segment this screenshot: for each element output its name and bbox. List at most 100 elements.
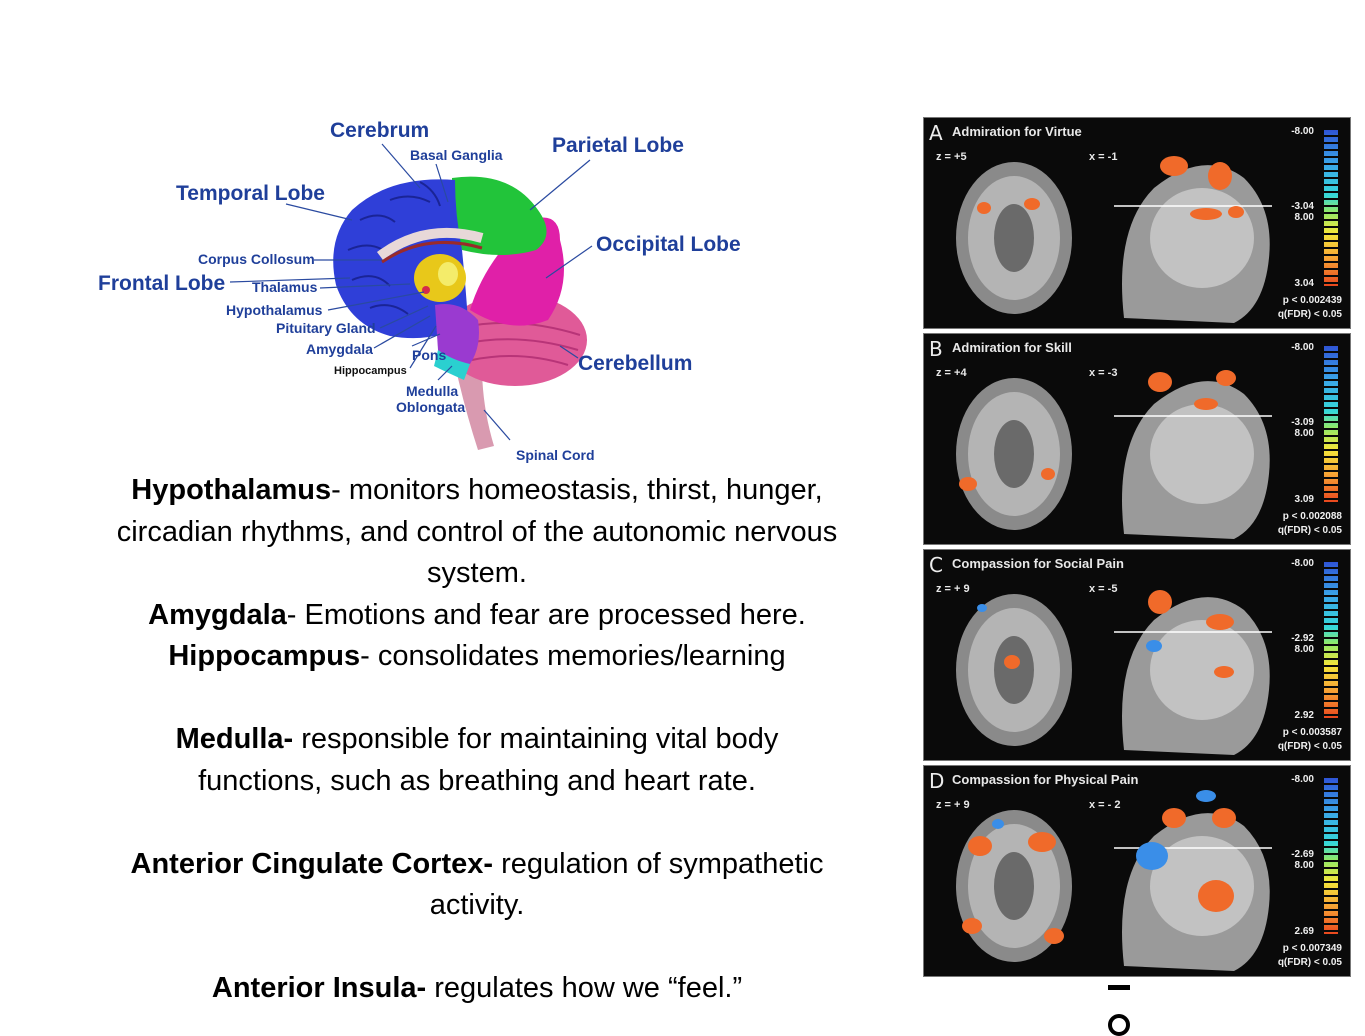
deactivation-blob [1146,640,1162,652]
label-cerebellum: Cerebellum [578,352,692,375]
scale-positive-max: 8.00 [1294,428,1314,439]
label-medulla: Medulla [406,383,458,399]
fmri-panel-a: A Admiration for Virtue z = +5 x = -1 -8… [923,117,1351,329]
spacer [44,927,910,969]
activation-blob [1208,162,1232,190]
colorbar [1324,562,1338,718]
fmri-figure: A Admiration for Virtue z = +5 x = -1 -8… [923,117,1351,977]
fmri-panel-c: C Compassion for Social Pain z = + 9 x =… [923,549,1351,761]
scale-top: -8.00 [1291,126,1314,137]
scale-bottom: 3.04 [1294,278,1314,289]
activation-blob [1214,666,1234,678]
activation-blob [1044,928,1064,944]
fmri-panel-b: B Admiration for Skill z = +4 x = -3 -8.… [923,333,1351,545]
panel-letter: C [929,553,943,577]
fdr-value: q(FDR) < 0.05 [1277,741,1342,752]
deactivation-blob [992,819,1004,829]
activation-blob [1148,590,1172,614]
insula-description: Anterior Insula- regulates how we “feel.… [44,968,910,1010]
scale-negative-threshold: -2.92 [1291,633,1314,644]
medulla-term: Medulla- [175,723,294,755]
hypothalamus-description: Hypothalamus- monitors homeostasis, thir… [44,470,910,595]
label-basal-ganglia: Basal Ganglia [410,147,503,163]
sagittal-scan-inner [1150,404,1254,504]
amygdala-term: Amygdala [148,598,287,631]
medulla [434,350,470,380]
activation-blob [1228,206,1244,218]
x-coordinate: x = -5 [1089,583,1118,595]
activation-blob [1148,372,1172,392]
hypothalamus-term: Hypothalamus [131,474,332,506]
activation-blob [959,477,977,491]
scale-bottom: 2.92 [1294,710,1314,721]
activation-blob [1028,832,1056,852]
z-coordinate: z = +5 [936,151,967,163]
fdr-value: q(FDR) < 0.05 [1277,957,1342,968]
label-parietal-lobe: Parietal Lobe [552,134,684,157]
corpus-collosum [376,227,484,261]
panel-title: Admiration for Virtue [952,124,1082,139]
z-coordinate: z = + 9 [936,799,970,811]
label-cerebrum: Cerebrum [330,119,429,142]
scale-negative-threshold: -3.04 [1291,201,1314,212]
label-pons: Pons [412,347,446,363]
acc-line-2: activity. [429,889,525,921]
deactivation-blob [1136,842,1168,870]
thalamus-highlight [438,262,458,286]
activation-blob [1194,398,1218,410]
colorbar [1324,346,1338,502]
z-coordinate: z = + 9 [936,583,970,595]
amygdala-text: - Emotions and fear are processed here. [286,598,806,631]
hypothalamus-line-3: system. [427,557,527,589]
label-hypothalamus: Hypothalamus [226,302,323,318]
corpus-collosum-outline [381,240,483,264]
acc-description: Anterior Cingulate Cortex- regulation of… [44,844,910,927]
activation-blob [1004,655,1020,669]
insula-text: regulates how we “feel.” [426,972,743,1004]
spacer [44,802,910,844]
p-value: p < 0.002088 [1282,511,1342,522]
activation-blob [968,836,992,856]
axial-scan-core [994,636,1034,704]
pons [435,304,479,365]
activation-blob [962,918,982,934]
activation-blob [1160,156,1188,176]
spacer [44,678,910,720]
scale-positive-max: 8.00 [1294,644,1314,655]
fdr-value: q(FDR) < 0.05 [1277,525,1342,536]
hypothalamus-line-1: - monitors homeostasis, thirst, hunger, [331,474,823,506]
activation-blob [1041,468,1055,480]
p-value: p < 0.007349 [1282,943,1342,954]
medulla-line-2: functions, such as breathing and heart r… [198,764,756,797]
x-coordinate: x = -1 [1089,151,1118,163]
label-hippocampus: Hippocampus [334,365,407,377]
activation-blob [1206,614,1234,630]
z-coordinate: z = +4 [936,367,967,379]
sagittal-scan-inner [1150,188,1254,288]
brain-scans [956,370,1272,539]
axial-scan-core [994,852,1034,920]
activation-blob [1190,208,1222,220]
brain-scans [956,156,1272,323]
label-amygdala: Amygdala [306,341,373,357]
amygdala-description: Amygdala- Emotions and fear are processe… [44,595,910,637]
deactivation-blob [977,604,987,612]
activation-blob [977,202,991,214]
deactivation-blob [1196,790,1216,802]
brain-scans [956,590,1272,755]
hippocampus-term: Hippocampus [168,640,361,672]
axial-scan-core [994,204,1034,272]
acc-term: Anterior Cingulate Cortex- [130,847,494,880]
brain-diagram: Cerebrum Basal Ganglia Parietal Lobe Tem… [98,119,741,463]
insula-term: Anterior Insula- [211,972,427,1004]
label-occipital-lobe: Occipital Lobe [596,233,741,256]
colorbar [1324,778,1338,934]
medulla-description: Medulla- responsible for maintaining vit… [44,719,910,802]
scale-top: -8.00 [1291,558,1314,569]
sagittal-scan-inner [1150,620,1254,720]
panel-letter: A [929,121,943,145]
scale-positive-max: 8.00 [1294,212,1314,223]
activation-blob [1162,808,1186,828]
activation-blob [1216,370,1236,386]
colorbar [1324,130,1338,286]
